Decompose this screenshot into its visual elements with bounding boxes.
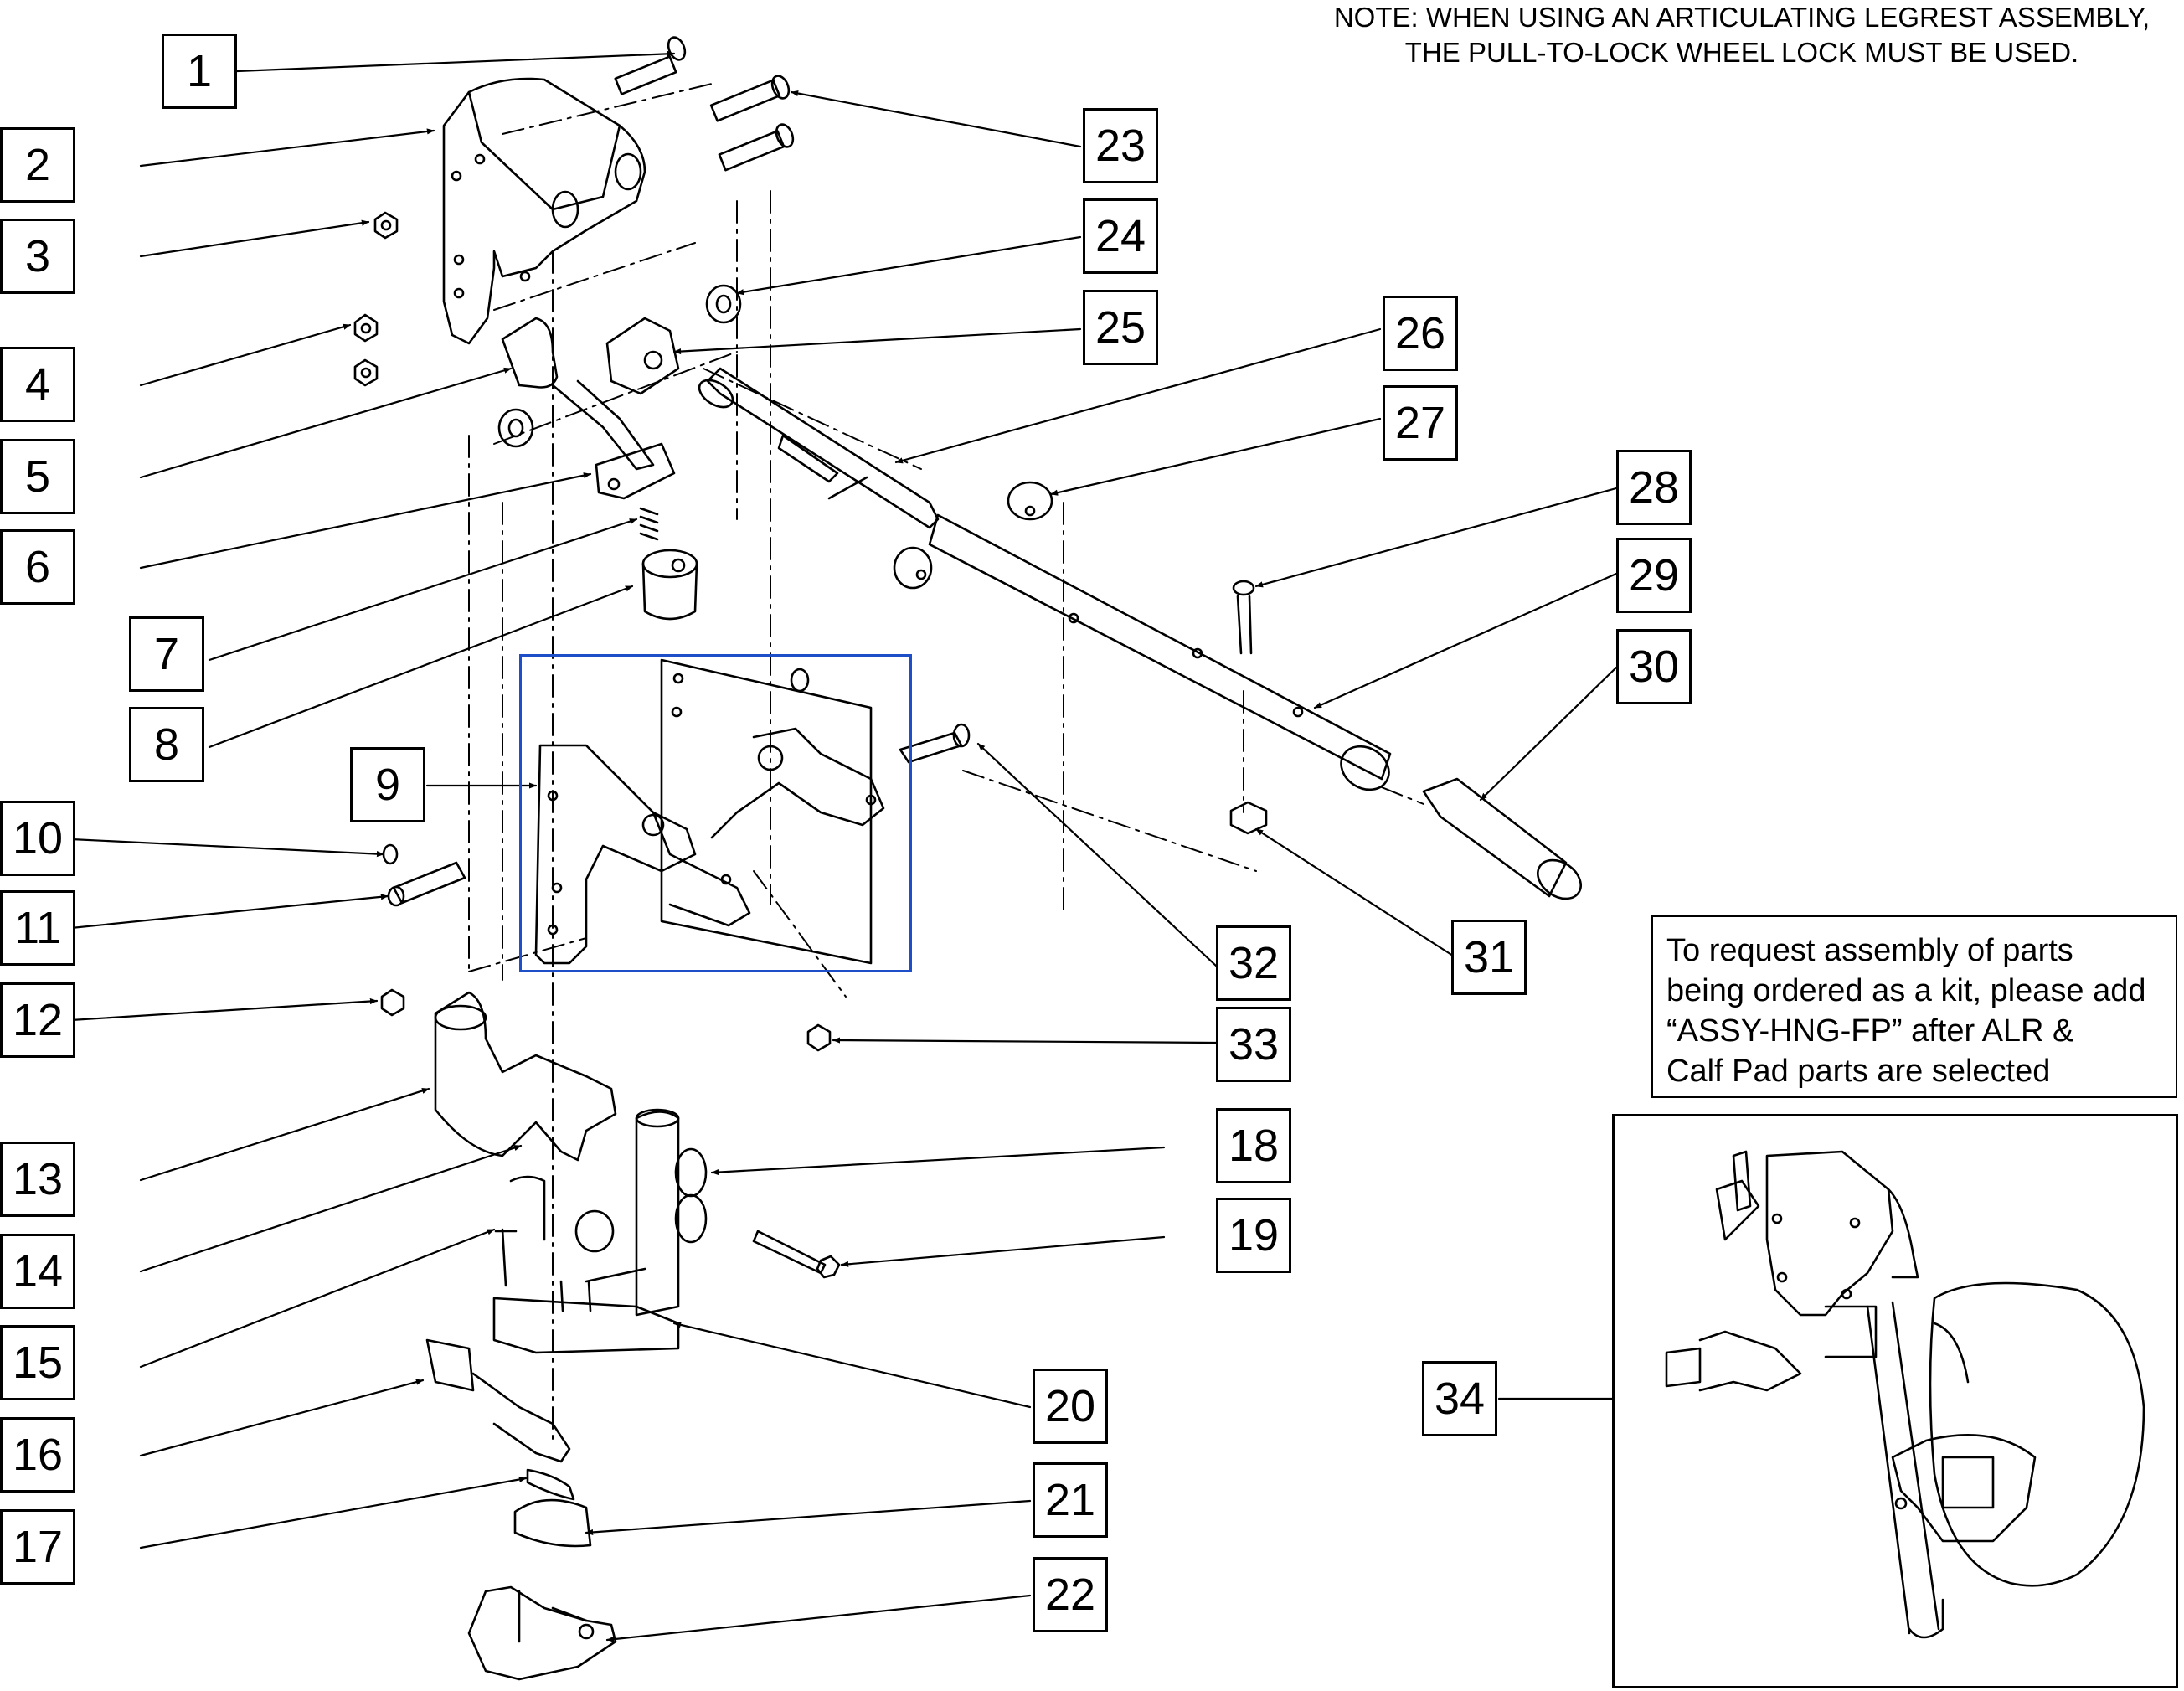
callout-label: 22 bbox=[1044, 1570, 1096, 1620]
info-line-4: Calf Pad parts are selected bbox=[1666, 1054, 2051, 1089]
callout-32[interactable]: 32 bbox=[1216, 925, 1291, 1001]
callout-label: 27 bbox=[1394, 398, 1446, 448]
callout-19[interactable]: 19 bbox=[1216, 1198, 1291, 1273]
callout-label: 6 bbox=[24, 542, 51, 592]
note-line-2: THE PULL-TO-LOCK WHEEL LOCK MUST BE USED… bbox=[1404, 37, 2079, 68]
callout-17[interactable]: 17 bbox=[0, 1509, 75, 1585]
info-line-2: being ordered as a kit, please add bbox=[1666, 973, 2146, 1008]
spring bbox=[639, 507, 659, 541]
callout-label: 12 bbox=[12, 995, 64, 1045]
callout-label: 11 bbox=[13, 903, 62, 953]
callout-label: 30 bbox=[1628, 642, 1680, 692]
callout-10[interactable]: 10 bbox=[0, 801, 75, 876]
callout-24[interactable]: 24 bbox=[1083, 198, 1158, 274]
callout-label: 31 bbox=[1463, 932, 1515, 982]
callout-label: 26 bbox=[1394, 308, 1446, 358]
callout-15[interactable]: 15 bbox=[0, 1325, 75, 1400]
callout-22[interactable]: 22 bbox=[1033, 1557, 1108, 1632]
callout-7[interactable]: 7 bbox=[129, 616, 204, 692]
callout-label: 15 bbox=[12, 1338, 64, 1388]
callout-18[interactable]: 18 bbox=[1216, 1108, 1291, 1183]
callout-1[interactable]: 1 bbox=[162, 34, 237, 109]
callout-20[interactable]: 20 bbox=[1033, 1369, 1108, 1444]
callout-label: 8 bbox=[153, 719, 180, 770]
callout-label: 32 bbox=[1228, 938, 1280, 988]
callout-label: 7 bbox=[153, 629, 180, 679]
callout-30[interactable]: 30 bbox=[1616, 629, 1692, 704]
callout-34[interactable]: 34 bbox=[1422, 1361, 1497, 1436]
callout-label: 2 bbox=[24, 140, 51, 190]
callout-31[interactable]: 31 bbox=[1451, 920, 1527, 995]
callout-label: 28 bbox=[1628, 462, 1680, 513]
callout-label: 25 bbox=[1095, 302, 1146, 353]
note-text: NOTE: WHEN USING AN ARTICULATING LEGREST… bbox=[1306, 0, 2177, 70]
callout-28[interactable]: 28 bbox=[1616, 450, 1692, 525]
lever-knob bbox=[501, 317, 559, 389]
callout-label: 34 bbox=[1434, 1374, 1486, 1424]
callout-25[interactable]: 25 bbox=[1083, 290, 1158, 365]
callout-label: 13 bbox=[12, 1154, 64, 1204]
nut-3 bbox=[373, 211, 399, 240]
assembled-view-frame bbox=[1612, 1114, 2178, 1688]
info-line-3: “ASSY-HNG-FP” after ALR & bbox=[1666, 1013, 2074, 1049]
assembled-view bbox=[1665, 1150, 2145, 1639]
callout-label: 4 bbox=[24, 359, 51, 410]
callout-12[interactable]: 12 bbox=[0, 982, 75, 1058]
hinge-bracket bbox=[442, 77, 646, 345]
pivot-block bbox=[605, 317, 680, 395]
nut-4b bbox=[353, 358, 379, 387]
callout-21[interactable]: 21 bbox=[1033, 1462, 1108, 1538]
callout-label: 14 bbox=[12, 1246, 64, 1297]
assembly-request-box: To request assembly of parts being order… bbox=[1651, 915, 2177, 1098]
callout-8[interactable]: 8 bbox=[129, 707, 204, 782]
callout-11[interactable]: 11 bbox=[0, 890, 75, 966]
callout-label: 5 bbox=[24, 451, 51, 502]
callout-label: 3 bbox=[24, 231, 51, 281]
callout-label: 21 bbox=[1044, 1475, 1096, 1525]
callout-label: 23 bbox=[1095, 121, 1146, 171]
callout-label: 16 bbox=[12, 1430, 64, 1480]
callout-2[interactable]: 2 bbox=[0, 127, 75, 203]
info-line-1: To request assembly of parts bbox=[1666, 933, 2073, 968]
callout-29[interactable]: 29 bbox=[1616, 538, 1692, 613]
callout-label: 18 bbox=[1228, 1121, 1280, 1171]
callout-33[interactable]: 33 bbox=[1216, 1007, 1291, 1082]
highlight-frame bbox=[519, 654, 912, 972]
callout-label: 10 bbox=[12, 813, 64, 864]
callout-label: 20 bbox=[1044, 1381, 1096, 1431]
callout-label: 9 bbox=[374, 760, 401, 810]
bolt-top bbox=[614, 36, 795, 172]
callout-label: 19 bbox=[1228, 1210, 1280, 1261]
note-line-1: NOTE: WHEN USING AN ARTICULATING LEGREST… bbox=[1333, 2, 2151, 33]
callout-23[interactable]: 23 bbox=[1083, 108, 1158, 183]
callout-label: 33 bbox=[1228, 1019, 1280, 1070]
callout-14[interactable]: 14 bbox=[0, 1234, 75, 1309]
callout-26[interactable]: 26 bbox=[1383, 296, 1458, 371]
callout-label: 17 bbox=[12, 1522, 64, 1572]
callout-13[interactable]: 13 bbox=[0, 1142, 75, 1217]
callout-label: 29 bbox=[1628, 550, 1680, 601]
callout-4[interactable]: 4 bbox=[0, 347, 75, 422]
callout-label: 24 bbox=[1095, 211, 1146, 261]
nut-4a bbox=[353, 313, 379, 343]
callout-16[interactable]: 16 bbox=[0, 1417, 75, 1493]
callout-9[interactable]: 9 bbox=[350, 747, 425, 822]
callout-label: 1 bbox=[186, 46, 213, 96]
callout-3[interactable]: 3 bbox=[0, 219, 75, 294]
callout-5[interactable]: 5 bbox=[0, 439, 75, 514]
callout-6[interactable]: 6 bbox=[0, 529, 75, 605]
callout-27[interactable]: 27 bbox=[1383, 385, 1458, 461]
